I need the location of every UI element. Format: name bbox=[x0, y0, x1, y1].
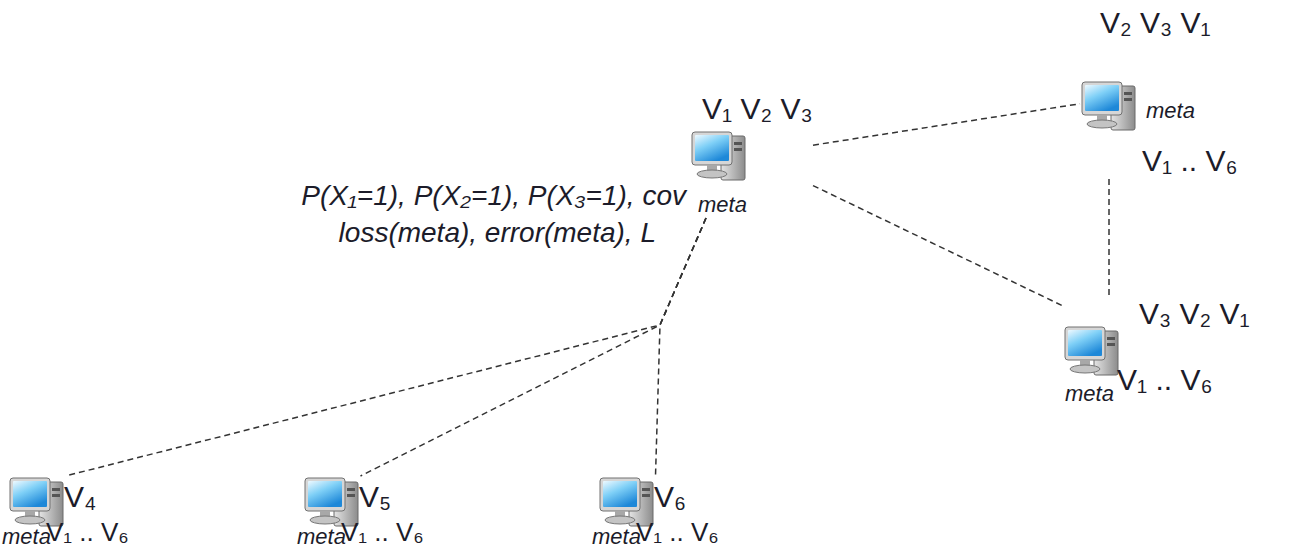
computer-icon bbox=[1080, 80, 1138, 134]
computer-node: V₄ metaV₁ .. V₆ bbox=[2, 476, 129, 550]
node-label: meta bbox=[1146, 98, 1195, 123]
dashed-link bbox=[66, 218, 707, 476]
node-label: V₆ bbox=[654, 480, 686, 515]
node-label: V₁ V₂ V₃ bbox=[702, 92, 813, 127]
node-label: V₁ .. V₆ bbox=[341, 518, 424, 548]
computer-icon bbox=[1063, 325, 1121, 379]
node-label: meta bbox=[297, 524, 346, 549]
node-label: V₁ .. V₆ bbox=[1117, 363, 1213, 398]
annotation: loss(meta), error(meta), L bbox=[339, 217, 656, 249]
dashed-link bbox=[361, 218, 707, 476]
node-label: V₁ .. V₆ bbox=[636, 518, 719, 548]
computer-node: V₃ V₂ V₁ metaV₁ .. V₆ bbox=[1063, 295, 1250, 407]
node-label: meta bbox=[592, 524, 641, 549]
computer-node: V₅ metaV₁ .. V₆ bbox=[297, 476, 424, 550]
dashed-link bbox=[1108, 179, 1110, 295]
annotation: P(X₁=1), P(X₂=1), P(X₃=1), cov bbox=[301, 180, 686, 212]
node-label: meta bbox=[2, 524, 51, 549]
node-label: meta bbox=[1065, 381, 1114, 406]
node-label: V₁ .. V₆ bbox=[1142, 144, 1238, 179]
computer-icon bbox=[690, 130, 748, 184]
dashed-link bbox=[656, 218, 707, 476]
node-label: V₂ V₃ V₁ bbox=[1100, 6, 1211, 41]
node-label: V₁ .. V₆ bbox=[46, 518, 129, 548]
node-label: V₃ V₂ V₁ bbox=[1139, 297, 1250, 332]
computer-node: V₆ metaV₁ .. V₆ bbox=[592, 476, 719, 550]
node-label: V₄ bbox=[64, 480, 96, 515]
dashed-link bbox=[813, 104, 1080, 145]
computer-node: V₂ V₃ V₁ meta V₁ .. V₆ bbox=[1080, 4, 1238, 179]
computer-node: V₁ V₂ V₃ meta bbox=[686, 92, 813, 218]
node-label: meta bbox=[698, 192, 747, 217]
dashed-link bbox=[813, 186, 1063, 306]
node-label: V₅ bbox=[359, 480, 391, 515]
